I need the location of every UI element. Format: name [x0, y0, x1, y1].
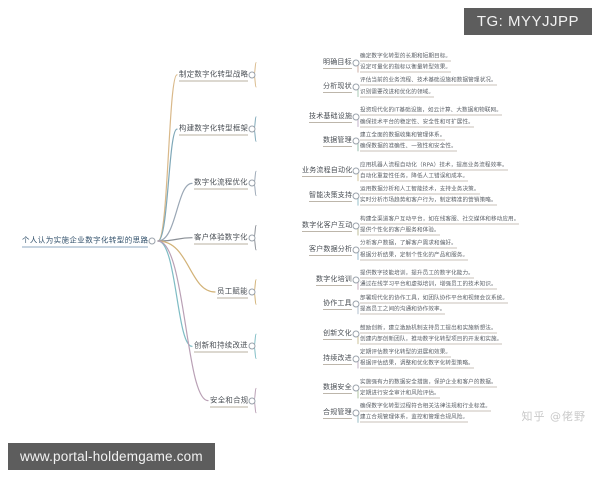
leaf-node: 设定可量化的指标以衡量转型效果。 [360, 64, 452, 73]
level2-connector-dot [352, 276, 360, 284]
level1-node: 创新和持续改进 [194, 340, 248, 353]
level2-node: 协作工具 [323, 298, 352, 311]
leaf-node: 定期进行安全审计和风险评估。 [360, 390, 440, 399]
level2-connector-dot [352, 113, 360, 121]
leaf-node: 识别需要改进和优化的领域。 [360, 89, 435, 98]
url-watermark-badge: www.portal-holdemgame.com [8, 443, 215, 470]
leaf-node: 构建全渠道客户互动平台，如在线客服、社交媒体和移动应用。 [360, 216, 520, 225]
level1-connector-dot [248, 342, 256, 350]
level1-node: 数字化流程优化 [194, 177, 248, 190]
level1-connector-dot [248, 125, 256, 133]
leaf-node: 应用机器人流程自动化（RPA）技术，提高业务流程效率。 [360, 162, 508, 171]
level2-node: 智能决策支持 [309, 190, 353, 202]
leaf-node: 提供个性化的客户服务和体验。 [360, 227, 440, 236]
leaf-node: 提高员工之间的沟通和协作效率。 [360, 306, 446, 315]
level1-connector-dot [248, 288, 256, 296]
level1-node: 制定数字化转型战略 [179, 68, 249, 82]
level2-connector-dot [352, 300, 360, 308]
level2-connector-dot [352, 59, 360, 67]
leaf-node: 部署现代化的协作工具，如团队协作平台和视频会议系统。 [360, 295, 509, 304]
leaf-node: 确定数字化转型的长期和短期目标。 [360, 53, 452, 62]
level2-connector-dot [352, 137, 360, 145]
level2-connector-dot [352, 246, 360, 254]
level1-node: 客户体验数字化 [194, 231, 248, 245]
leaf-node: 实时分析市场趋势和客户行为，制定精准的营销策略。 [360, 197, 497, 206]
level1-connector-dot [248, 71, 256, 79]
root-connector-dot [148, 237, 156, 245]
level2-connector-dot [352, 192, 360, 200]
level2-node: 业务流程自动化 [302, 165, 353, 178]
level1-connector-dot [248, 179, 256, 187]
level2-node: 数据安全 [323, 382, 352, 395]
level2-connector-dot [352, 167, 360, 175]
level2-connector-dot [352, 409, 360, 417]
leaf-node: 通过在线学习平台和虚拟培训，增强员工的技术知识。 [360, 281, 497, 290]
leaf-node: 根据评估结果，调整和优化数字化转型策略。 [360, 360, 474, 369]
level2-connector-dot [352, 83, 360, 91]
leaf-node: 确保数据的准确性、一致性和安全性。 [360, 143, 457, 152]
level2-connector-dot [352, 384, 360, 392]
leaf-node: 确保技术平台的稳定性、安全性和可扩展性。 [360, 119, 474, 127]
level2-node: 数据管理 [323, 135, 352, 148]
leaf-node: 实施强有力的数据安全措施，保护企业和客户的数据。 [360, 379, 497, 388]
leaf-node: 鼓励创新，建立激励机制支持员工提出和实施新想法。 [360, 325, 497, 333]
leaf-node: 提供数字技能培训，提升员工的数字化能力。 [360, 270, 474, 279]
leaf-node: 确保数字化转型过程符合相关法律法规和行业标准。 [360, 403, 491, 412]
leaf-node: 自动化重复性任务，降低人工错误和成本。 [360, 173, 469, 182]
root-node: 个人认为实施企业数字化转型的思路 [22, 235, 149, 248]
level1-connector-dot [248, 234, 256, 242]
leaf-node: 运用数据分析和人工智能技术，支持业务决策。 [360, 186, 480, 195]
leaf-node: 评估当前的业务流程、技术基础设施和数据管理状况。 [360, 77, 497, 86]
leaf-node: 创建内部创新团队，推动数字化转型项目的开发和实施。 [360, 336, 503, 345]
level2-node: 分析现状 [323, 81, 352, 93]
level2-connector-dot [352, 330, 360, 338]
level1-node: 构建数字化转型框架 [179, 123, 249, 136]
telegram-badge: TG: MYYJJPP [463, 8, 592, 35]
level2-node: 明确目标 [323, 57, 352, 69]
leaf-node: 分析客户数据，了解客户需求和偏好。 [360, 240, 457, 249]
level1-node: 安全和合规 [210, 394, 249, 408]
level2-node: 创新文化 [323, 328, 352, 341]
level2-node: 数字化培训 [316, 274, 352, 286]
leaf-node: 建立全面的数据收集和管理体系。 [360, 132, 446, 141]
leaf-node: 定期评估数字化转型的进展和效果。 [360, 349, 452, 358]
level2-node: 数字化客户互动 [302, 220, 353, 232]
level2-node: 持续改进 [323, 353, 352, 365]
zhihu-watermark: 知乎 @佬野 [521, 410, 586, 423]
level2-connector-dot [352, 222, 360, 229]
level1-connector-dot [248, 397, 256, 405]
leaf-node: 投资现代化的IT基础设施，如云计算、大数据和物联网。 [360, 107, 502, 116]
level2-node: 合规管理 [323, 407, 352, 419]
level2-node: 客户数据分析 [309, 244, 353, 256]
level2-node: 技术基础设施 [309, 111, 353, 123]
leaf-node: 建立合规管理体系，监控和管理合规风险。 [360, 414, 469, 423]
level2-connector-dot [352, 355, 360, 362]
level1-node: 员工赋能 [217, 286, 248, 299]
leaf-node: 根据分析结果，定制个性化的产品和服务。 [360, 252, 469, 260]
